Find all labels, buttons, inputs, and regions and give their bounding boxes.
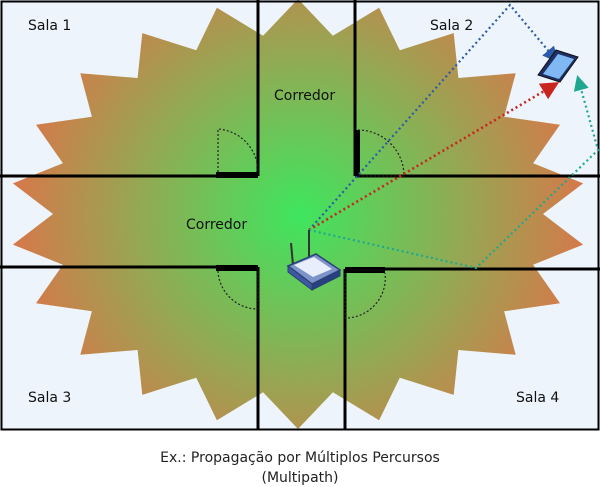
door-frames [216, 130, 385, 273]
smartphone-icon [537, 49, 579, 83]
corridor-label-top: Corredor [274, 88, 335, 104]
path-reflected-multi [308, 75, 600, 270]
corridor-label-center: Corredor [186, 217, 247, 233]
signal-coverage-area [12, 0, 584, 429]
propagation-paths [308, 3, 600, 270]
door-swings [217, 128, 405, 319]
caption-line-2: (Multipath) [262, 470, 339, 486]
caption-line-1: Ex.: Propagação por Múltiplos Percursos [160, 450, 440, 466]
walls [0, 0, 600, 431]
path-reflected-top [308, 3, 558, 231]
room-label-sala-1: Sala 1 [28, 18, 71, 34]
room-label-sala-3: Sala 3 [28, 390, 71, 406]
wifi-router-icon [286, 230, 342, 291]
room-label-sala-4: Sala 4 [516, 390, 559, 406]
room-label-sala-2: Sala 2 [430, 18, 473, 34]
